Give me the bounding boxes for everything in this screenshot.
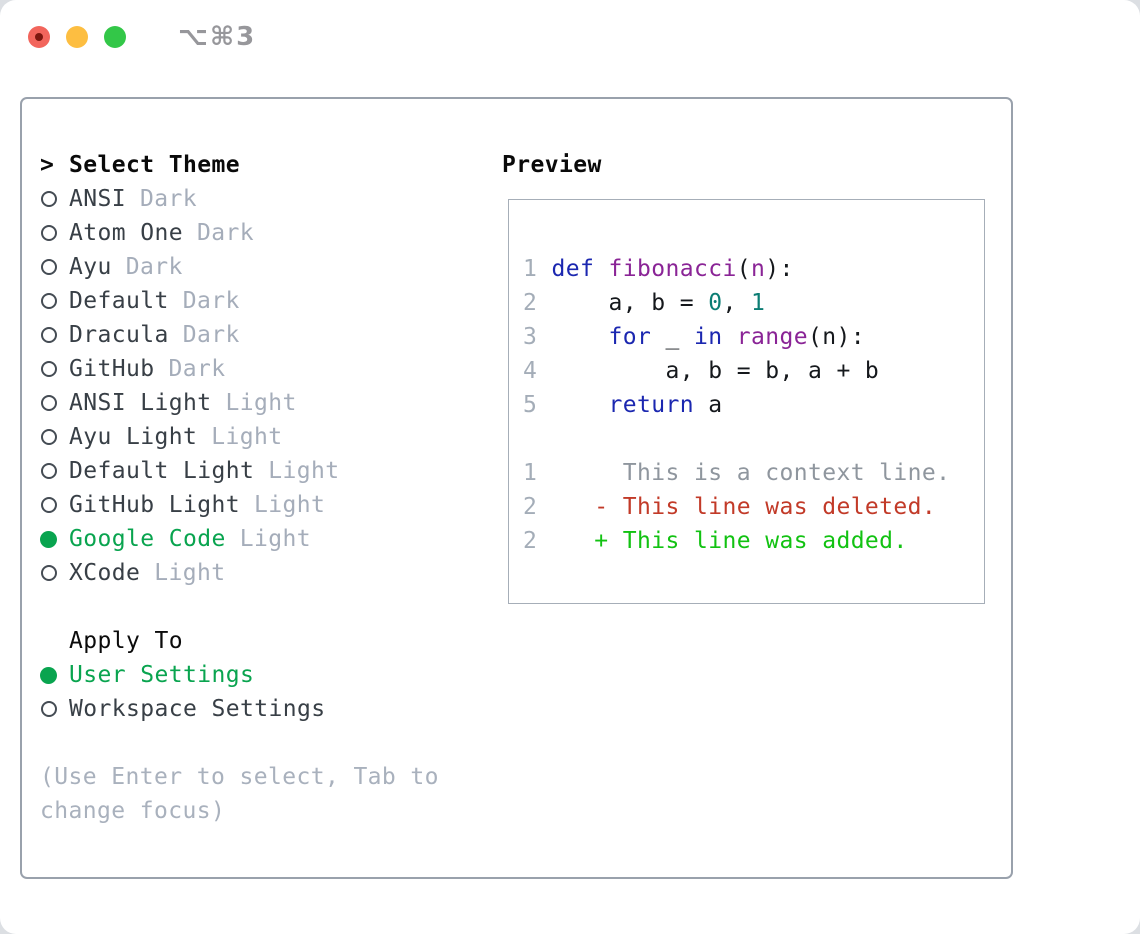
radio-unselected-icon (41, 225, 57, 241)
line-number: 2 (523, 290, 538, 316)
theme-option-ansi-light-light[interactable]: ANSI Light Light (40, 386, 464, 420)
theme-option-default-dark[interactable]: Default Dark (40, 284, 464, 318)
blank-line (523, 422, 984, 456)
theme-variant-label: Dark (182, 322, 240, 348)
code-line: 5 return a (523, 392, 723, 418)
line-number: 1 (523, 256, 538, 282)
theme-variant-label: Light (211, 424, 283, 450)
zoom-button-icon[interactable] (104, 26, 126, 48)
code-line: 3 for _ in range(n): (523, 324, 865, 350)
theme-variant-label: Dark (140, 186, 197, 212)
diff-text: + This line was added. (537, 528, 908, 554)
line-number: 2 (523, 528, 538, 554)
theme-name-label: Ayu (69, 254, 112, 280)
line-number: 3 (523, 324, 538, 350)
diff-text: - This line was deleted. (537, 494, 937, 520)
theme-variant-label: Dark (196, 220, 254, 246)
radio-unselected-icon (41, 191, 57, 207)
theme-option-google-code-light[interactable]: Google Code Light (40, 522, 464, 556)
theme-variant-label: Light (154, 560, 226, 586)
radio-unselected-icon (41, 565, 57, 581)
theme-name-label: Atom One (69, 220, 183, 246)
line-number: 2 (523, 494, 538, 520)
theme-name-label: Default Light (69, 458, 255, 484)
diff-line-add: 2 + This line was added. (523, 524, 984, 558)
theme-name-label: GitHub Light (69, 492, 240, 518)
theme-name-label: Dracula (69, 322, 169, 348)
radio-unselected-icon (41, 701, 57, 717)
apply-option-label: Workspace Settings (69, 696, 326, 722)
theme-name-label: Ayu Light (69, 424, 198, 450)
diff-line-ctx: 1 This is a context line. (523, 456, 984, 490)
line-number: 5 (523, 392, 538, 418)
keyboard-hint-text: (Use Enter to select, Tab to change focu… (40, 764, 439, 824)
theme-name-label: Default (69, 288, 169, 314)
preview-box: 1 def fibonacci(n): 2 a, b = 0, 1 3 for _ … (508, 199, 985, 604)
radio-unselected-icon (41, 259, 57, 275)
diff-line-del: 2 - This line was deleted. (523, 490, 984, 524)
close-button-icon[interactable] (28, 26, 50, 48)
radio-unselected-icon (41, 361, 57, 377)
theme-variant-label: Dark (168, 356, 226, 382)
theme-option-github-dark[interactable]: GitHub Dark (40, 352, 464, 386)
code-line: 1 def fibonacci(n): (523, 256, 794, 282)
minimize-button-icon[interactable] (66, 26, 88, 48)
theme-variant-label: Dark (125, 254, 183, 280)
theme-name-label: ANSI Light (69, 390, 212, 416)
radio-selected-icon (40, 666, 57, 684)
line-number: 1 (523, 460, 538, 486)
theme-option-github-light-light[interactable]: GitHub Light Light (40, 488, 464, 522)
theme-variant-label: Light (239, 526, 311, 552)
radio-unselected-icon (41, 395, 57, 411)
cursor-icon: > (40, 152, 55, 178)
preview-code: 1 def fibonacci(n): 2 a, b = 0, 1 3 for _ … (523, 252, 984, 558)
radio-unselected-icon (41, 327, 57, 343)
apply-option-user-settings[interactable]: User Settings (40, 658, 464, 692)
code-line: 2 a, b = 0, 1 (523, 290, 766, 316)
theme-name-label: XCode (69, 560, 141, 586)
line-number: 4 (523, 358, 538, 384)
radio-unselected-icon (41, 497, 57, 513)
theme-option-xcode-light[interactable]: XCode Light (40, 556, 464, 590)
theme-option-ayu-dark[interactable]: Ayu Dark (40, 250, 464, 284)
radio-unselected-icon (41, 429, 57, 445)
preview-title: Preview (502, 152, 602, 178)
theme-option-atom-one-dark[interactable]: Atom One Dark (40, 216, 464, 250)
radio-selected-icon (40, 530, 57, 548)
apply-to-header-row: Apply To (40, 624, 464, 658)
preview-column: Preview 1 def fibonacci(n): 2 a, b = 0, 1… (502, 148, 985, 604)
radio-unselected-icon (41, 293, 57, 309)
diff-text: This is a context line. (537, 460, 951, 486)
select-theme-title: Select Theme (69, 152, 240, 178)
theme-variant-label: Dark (182, 288, 240, 314)
apply-to-title: Apply To (69, 628, 183, 654)
select-theme-header-row: > Select Theme (40, 148, 464, 182)
theme-name-label: Google Code (69, 526, 226, 552)
theme-variant-label: Light (253, 492, 326, 518)
theme-option-ansi-dark[interactable]: ANSI Dark (40, 182, 464, 216)
apply-option-label: User Settings (69, 662, 255, 688)
theme-variant-label: Light (225, 390, 297, 416)
title-bar: ⌥⌘3 (28, 22, 256, 52)
apply-option-workspace-settings[interactable]: Workspace Settings (40, 692, 464, 726)
window-shortcut-label: ⌥⌘3 (178, 22, 257, 52)
theme-name-label: ANSI (69, 186, 126, 212)
theme-option-ayu-light-light[interactable]: Ayu Light Light (40, 420, 464, 454)
theme-option-default-light-light[interactable]: Default Light Light (40, 454, 464, 488)
theme-option-dracula-dark[interactable]: Dracula Dark (40, 318, 464, 352)
code-line: 4 a, b = b, a + b (523, 358, 880, 384)
theme-name-label: GitHub (69, 356, 155, 382)
theme-variant-label: Light (268, 458, 340, 484)
radio-unselected-icon (41, 463, 57, 479)
